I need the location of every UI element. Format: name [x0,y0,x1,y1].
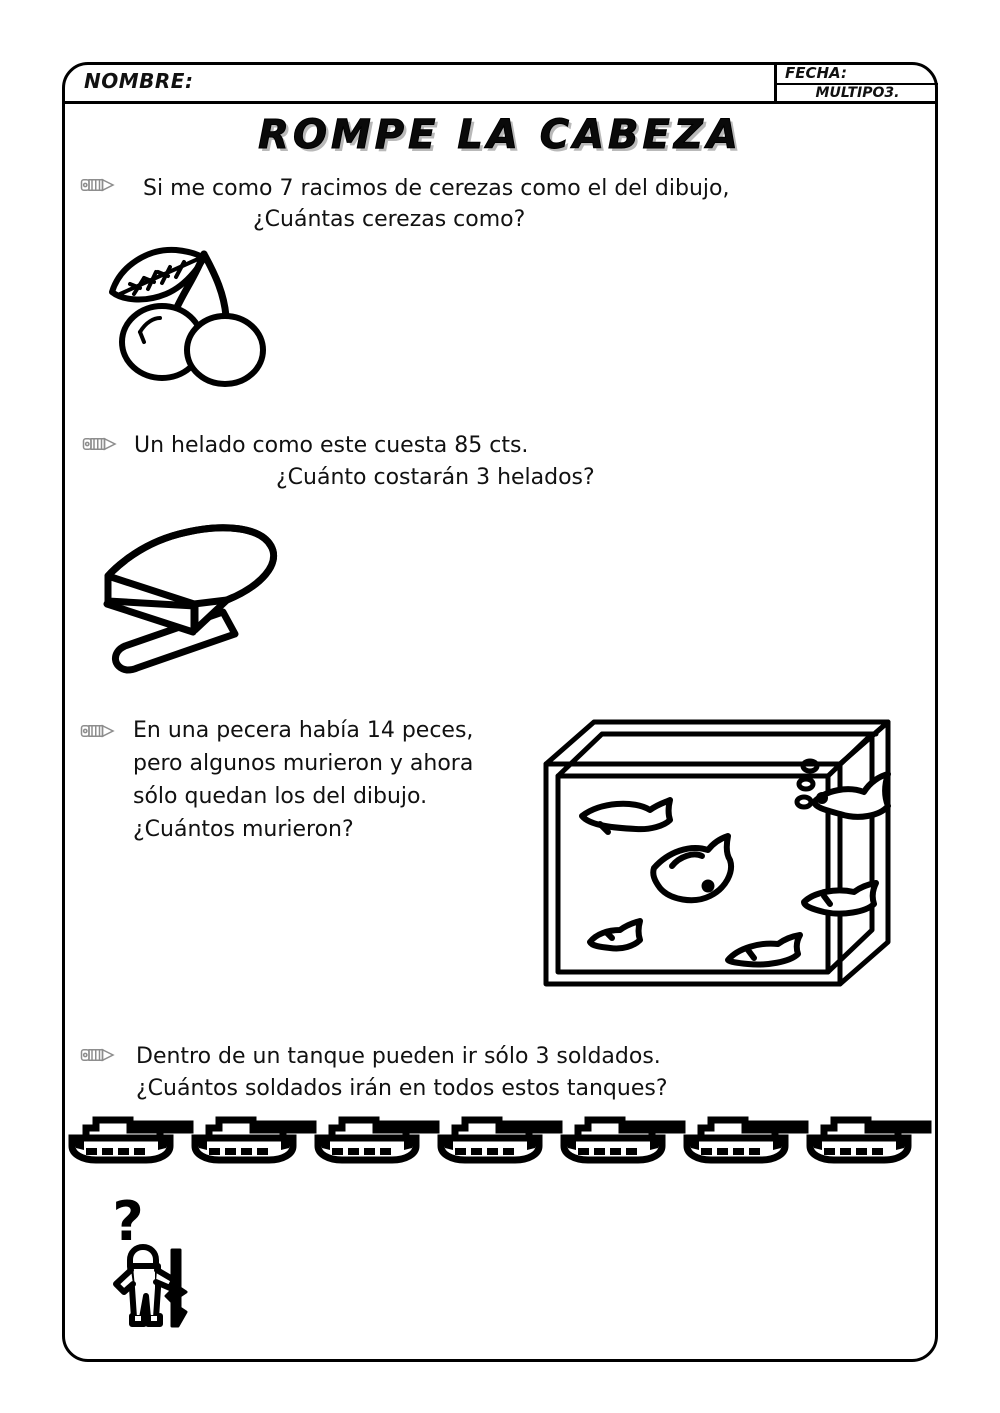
question-2-line-1: Un helado como este cuesta 85 cts. [134,433,529,458]
fish-tank-drawing [538,716,908,996]
pencil-icon [80,176,116,194]
soldier-answer-group: ? [100,1190,220,1347]
question-4-line-2: ¿Cuántos soldados irán en todos estos ta… [136,1076,668,1101]
worksheet-header: NOMBRE: FECHA: MULTIPO3. [62,62,938,104]
question-3-line-1: En una pecera había 14 peces, [133,718,474,743]
date-code-cell: FECHA: MULTIPO3. [774,62,938,104]
cherries-drawing [100,232,290,392]
question-1-line-2: ¿Cuántas cerezas como? [253,207,526,232]
page-title: ROMPE LA CABEZA [258,112,742,159]
question-3-line-3: sólo quedan los del dibujo. [133,784,428,809]
question-2-line-2: ¿Cuánto costarán 3 helados? [276,465,595,490]
name-label: NOMBRE: [84,69,194,93]
answer-question-mark: ? [112,1190,143,1253]
tanks-row [68,1108,928,1168]
popsicle-drawing [75,512,315,687]
soldier-with-rifle-icon [113,1244,177,1327]
question-3-line-4: ¿Cuántos murieron? [133,817,354,842]
pencil-icon [80,1046,116,1064]
worksheet-code-label: MULTIPO3. [815,85,900,101]
pencil-icon [82,435,118,453]
date-code-divider [777,83,938,85]
question-3-line-2: pero algunos murieron y ahora [133,751,474,776]
question-1-line-1: Si me como 7 racimos de cerezas como el … [143,176,730,201]
date-label: FECHA: [785,64,847,82]
pencil-icon [80,722,116,740]
question-4-line-1: Dentro de un tanque pueden ir sólo 3 sol… [136,1044,661,1069]
